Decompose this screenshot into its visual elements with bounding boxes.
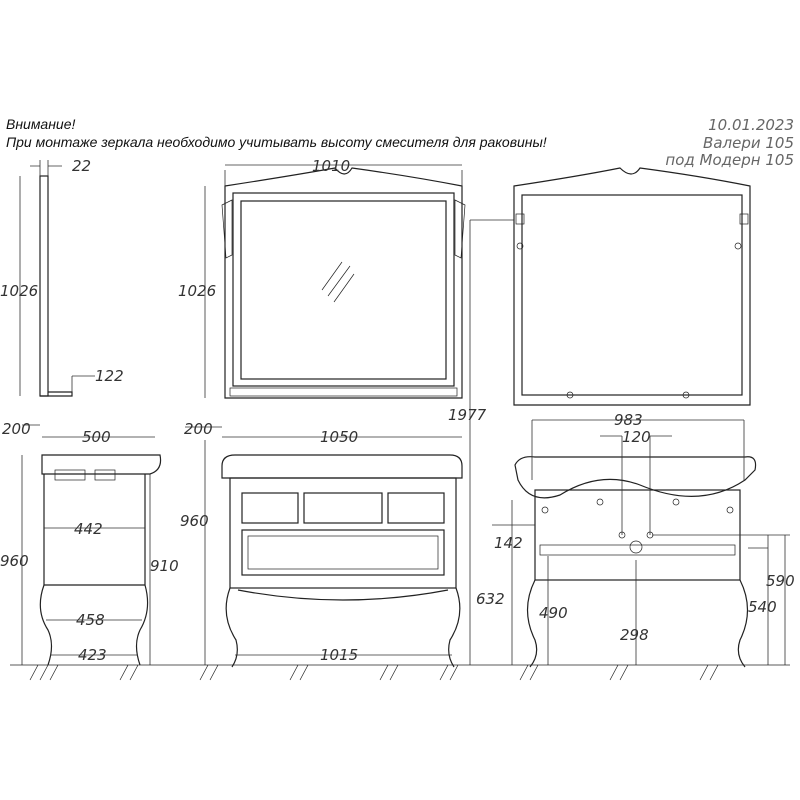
dim-mirror-shelf: 122 (95, 367, 124, 385)
model-name: Валери 105 (703, 134, 794, 152)
dim-hole-offset: 142 (494, 534, 523, 552)
floor-line (10, 664, 790, 681)
dim-side-inner: 442 (74, 520, 103, 538)
dim-total-height: 1977 (448, 406, 487, 424)
dim-mirror-front-height: 1026 (178, 282, 216, 300)
mirror-side-view (19, 160, 95, 397)
dim-legs-top: 458 (76, 611, 105, 629)
cabinet-front-view (185, 426, 463, 668)
dim-side-depth: 500 (82, 428, 111, 446)
dim-legs-bottom: 423 (78, 646, 107, 664)
dim-holes-spacing: 120 (622, 428, 651, 446)
dim-front-width: 1050 (320, 428, 358, 446)
dim-height-540: 540 (748, 598, 777, 616)
sub-model-name: под Модерн 105 (665, 151, 794, 169)
dim-front-height: 960 (180, 512, 209, 530)
cabinet-side-view (21, 424, 162, 666)
dim-height-490: 490 (539, 604, 568, 622)
mirror-front-view (204, 164, 466, 399)
dim-side-top-gap: 200 (2, 420, 31, 438)
dim-back-width: 983 (614, 411, 643, 429)
dim-side-height: 960 (0, 552, 29, 570)
dim-height-632: 632 (476, 590, 505, 608)
warning-text: При монтаже зеркала необходимо учитывать… (6, 134, 547, 150)
dim-height-590: 590 (766, 572, 795, 590)
dim-front-legs-width: 1015 (320, 646, 358, 664)
dim-front-top-gap: 200 (184, 420, 213, 438)
dim-mirror-width: 1010 (312, 157, 350, 175)
dim-mirror-depth: 22 (72, 157, 91, 175)
mirror-back-view (469, 167, 751, 665)
drawing-date: 10.01.2023 (708, 116, 794, 134)
warning-title: Внимание! (6, 116, 76, 132)
dim-mirror-side-height: 1026 (0, 282, 38, 300)
dim-height-298: 298 (620, 626, 649, 644)
cabinet-back-view (492, 419, 790, 668)
dim-side-body-height: 910 (150, 557, 179, 575)
